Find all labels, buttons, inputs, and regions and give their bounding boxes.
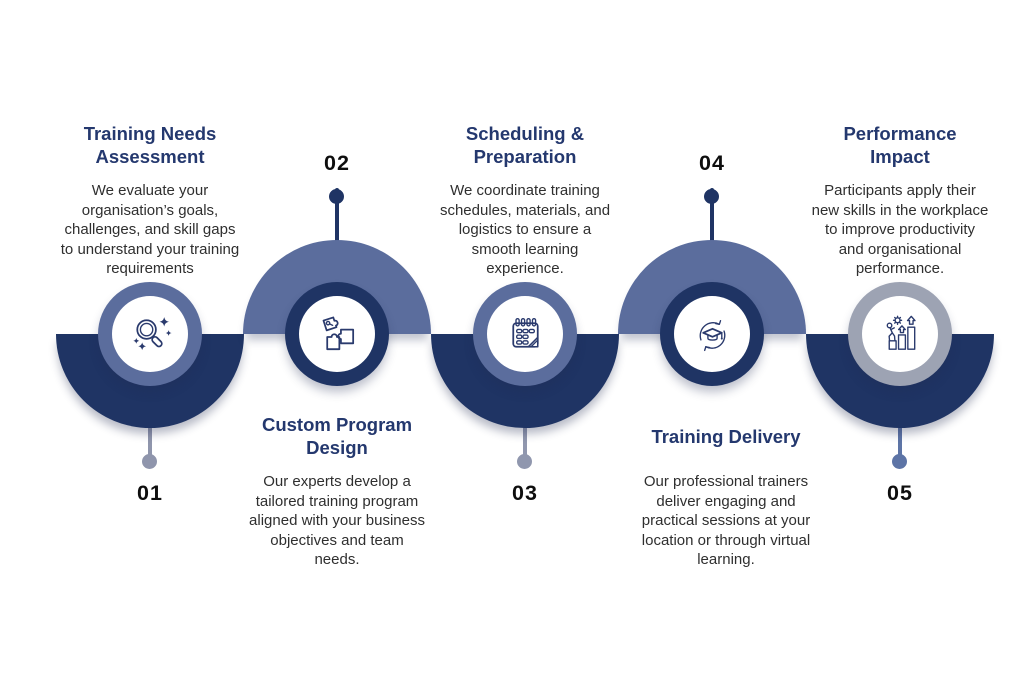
step-title: Custom Program Design [261,414,413,458]
step-icon-circle [487,296,563,372]
step-connector-line [148,402,152,457]
step-icon-circle [299,296,375,372]
step-title: Performance Impact [843,123,957,167]
magnifier-sparkles-icon [132,316,172,350]
step-icon-ring [848,282,952,386]
graduation-refresh-icon [699,319,725,351]
step-icon-ring [473,282,577,386]
step-title: Training Needs Assessment [83,123,217,167]
step-description: Participants apply their new skills in t… [811,182,989,277]
step-connector-line [710,188,714,243]
step-connector-line [898,402,902,457]
step-2-text: Custom Program Design Our experts develo… [222,414,452,570]
step-2: 02 Custom Program Design Our experts dev… [222,0,452,700]
step-description: We coordinate training schedules, materi… [439,182,611,277]
step-connector-line [335,188,339,243]
step-5: Performance Impact Participants apply th… [785,0,1015,700]
step-1: Training Needs Assessment We evaluate yo… [35,0,265,700]
step-icon-ring [285,282,389,386]
step-1-text: Training Needs Assessment We evaluate yo… [35,123,265,279]
step-description: Our professional trainers deliver engagi… [641,473,811,568]
step-number: 03 [512,481,538,505]
step-number: 01 [137,481,163,505]
step-3-text: Scheduling & Preparation We coordinate t… [410,123,640,279]
step-description: Our experts develop a tailored training … [249,473,425,568]
step-description: We evaluate your organisation’s goals, c… [60,182,240,277]
step-icon-ring [98,282,202,386]
step-connector-line [523,402,527,457]
growth-stairs-icon [886,315,916,350]
step-number: 05 [887,481,913,505]
step-title: Scheduling & Preparation [465,123,585,167]
step-title: Training Delivery [651,425,801,447]
step-5-text: Performance Impact Participants apply th… [785,123,1015,279]
step-number: 04 [699,151,725,175]
step-4-text: Training Delivery Our professional train… [611,414,841,570]
step-icon-circle [862,296,938,372]
step-connector-dot [517,454,532,469]
step-connector-dot [892,454,907,469]
step-connector-dot [704,189,719,204]
step-4: 04 Training Delivery Our professional [597,0,827,700]
step-3: Scheduling & Preparation We coordinate t… [410,0,640,700]
step-icon-circle [112,296,188,372]
calendar-notepad-icon [511,317,539,348]
step-icon-circle [674,296,750,372]
puzzle-pieces-icon [322,316,354,350]
step-number: 02 [324,151,350,175]
step-connector-dot [142,454,157,469]
step-connector-dot [329,189,344,204]
step-icon-ring [660,282,764,386]
